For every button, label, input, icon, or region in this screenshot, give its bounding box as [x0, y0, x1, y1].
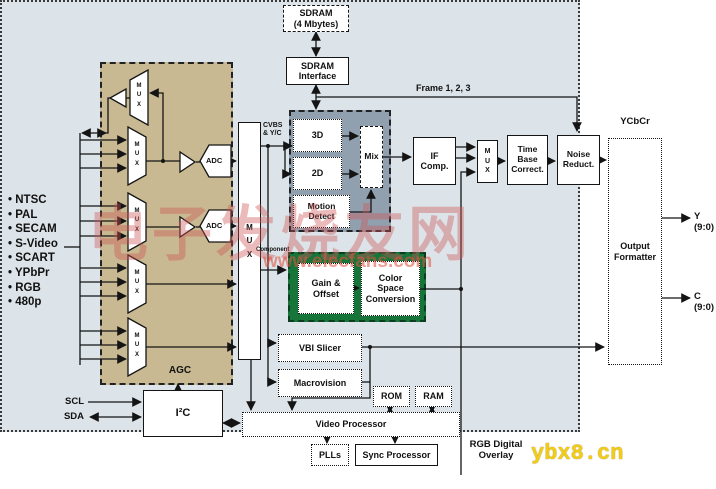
- output-formatter-block: Output Formatter: [608, 138, 662, 365]
- mix-block: Mix: [360, 126, 383, 188]
- sync-processor-block: Sync Processor: [355, 444, 438, 466]
- watermark-corner: ybx8.cn: [531, 441, 624, 466]
- ram-block: RAM: [415, 386, 452, 407]
- vbi-slicer-block: VBI Slicer: [278, 334, 362, 362]
- rgb-overlay-label: RGB Digital Overlay: [469, 439, 523, 462]
- plls-block: PLLs: [311, 444, 349, 466]
- color-space-conversion-block: Color Space Conversion: [361, 261, 420, 316]
- c-output-label: C (9:0): [694, 291, 715, 314]
- main-mux-block: M U X: [238, 122, 261, 360]
- component-label: Component: [256, 247, 290, 253]
- agc-label: AGC: [168, 365, 192, 376]
- input-mux4-label: M U X: [134, 333, 140, 358]
- scl-label: SCL: [65, 396, 84, 407]
- motion-detect-block: Motion Detect: [293, 195, 350, 228]
- noise-reduct-block: Noise Reduct.: [557, 135, 600, 185]
- comb-3d-block: 3D: [293, 119, 342, 152]
- input-rgb: RGB: [8, 281, 58, 296]
- input-standards-list: NTSC PAL SECAM S-Video SCART YPbPr RGB 4…: [8, 193, 58, 310]
- sdram-interface-block: SDRAM Interface: [286, 57, 349, 85]
- if-comp-block: IF Comp.: [413, 137, 456, 185]
- input-ypbpr: YPbPr: [8, 266, 58, 281]
- input-pal: PAL: [8, 208, 58, 223]
- output-mux-label: M U X: [136, 83, 142, 108]
- macrovision-block: Macrovision: [278, 369, 362, 397]
- input-ntsc: NTSC: [8, 193, 58, 208]
- cvbs-label: CVBS & Y/C: [263, 122, 283, 138]
- input-mux3-label: M U X: [134, 270, 140, 295]
- input-480p: 480p: [8, 295, 58, 310]
- sda-label: SDA: [63, 411, 84, 422]
- i2c-block: I²C: [143, 390, 223, 437]
- comb-2d-block: 2D: [293, 157, 342, 190]
- input-secam: SECAM: [8, 222, 58, 237]
- y-output-label: Y (9:0): [694, 211, 715, 234]
- gain-offset-block: Gain & Offset: [298, 263, 354, 314]
- video-processor-block: Video Processor: [242, 412, 460, 437]
- input-svideo: S-Video: [8, 237, 58, 252]
- frame-label: Frame 1, 2, 3: [416, 83, 471, 93]
- input-mux1-label: M U X: [134, 142, 140, 167]
- ycbcr-label: YCbCr: [620, 116, 650, 127]
- input-mux2-label: M U X: [134, 208, 140, 233]
- time-base-correct-block: Time Base Correct.: [507, 135, 548, 185]
- input-scart: SCART: [8, 251, 58, 266]
- adc2-label: ADC: [206, 221, 223, 230]
- rom-block: ROM: [373, 386, 410, 407]
- right-mux-block: M U X: [477, 140, 498, 183]
- sdram-block: SDRAM (4 Mbytes): [283, 5, 349, 32]
- adc1-label: ADC: [206, 156, 223, 165]
